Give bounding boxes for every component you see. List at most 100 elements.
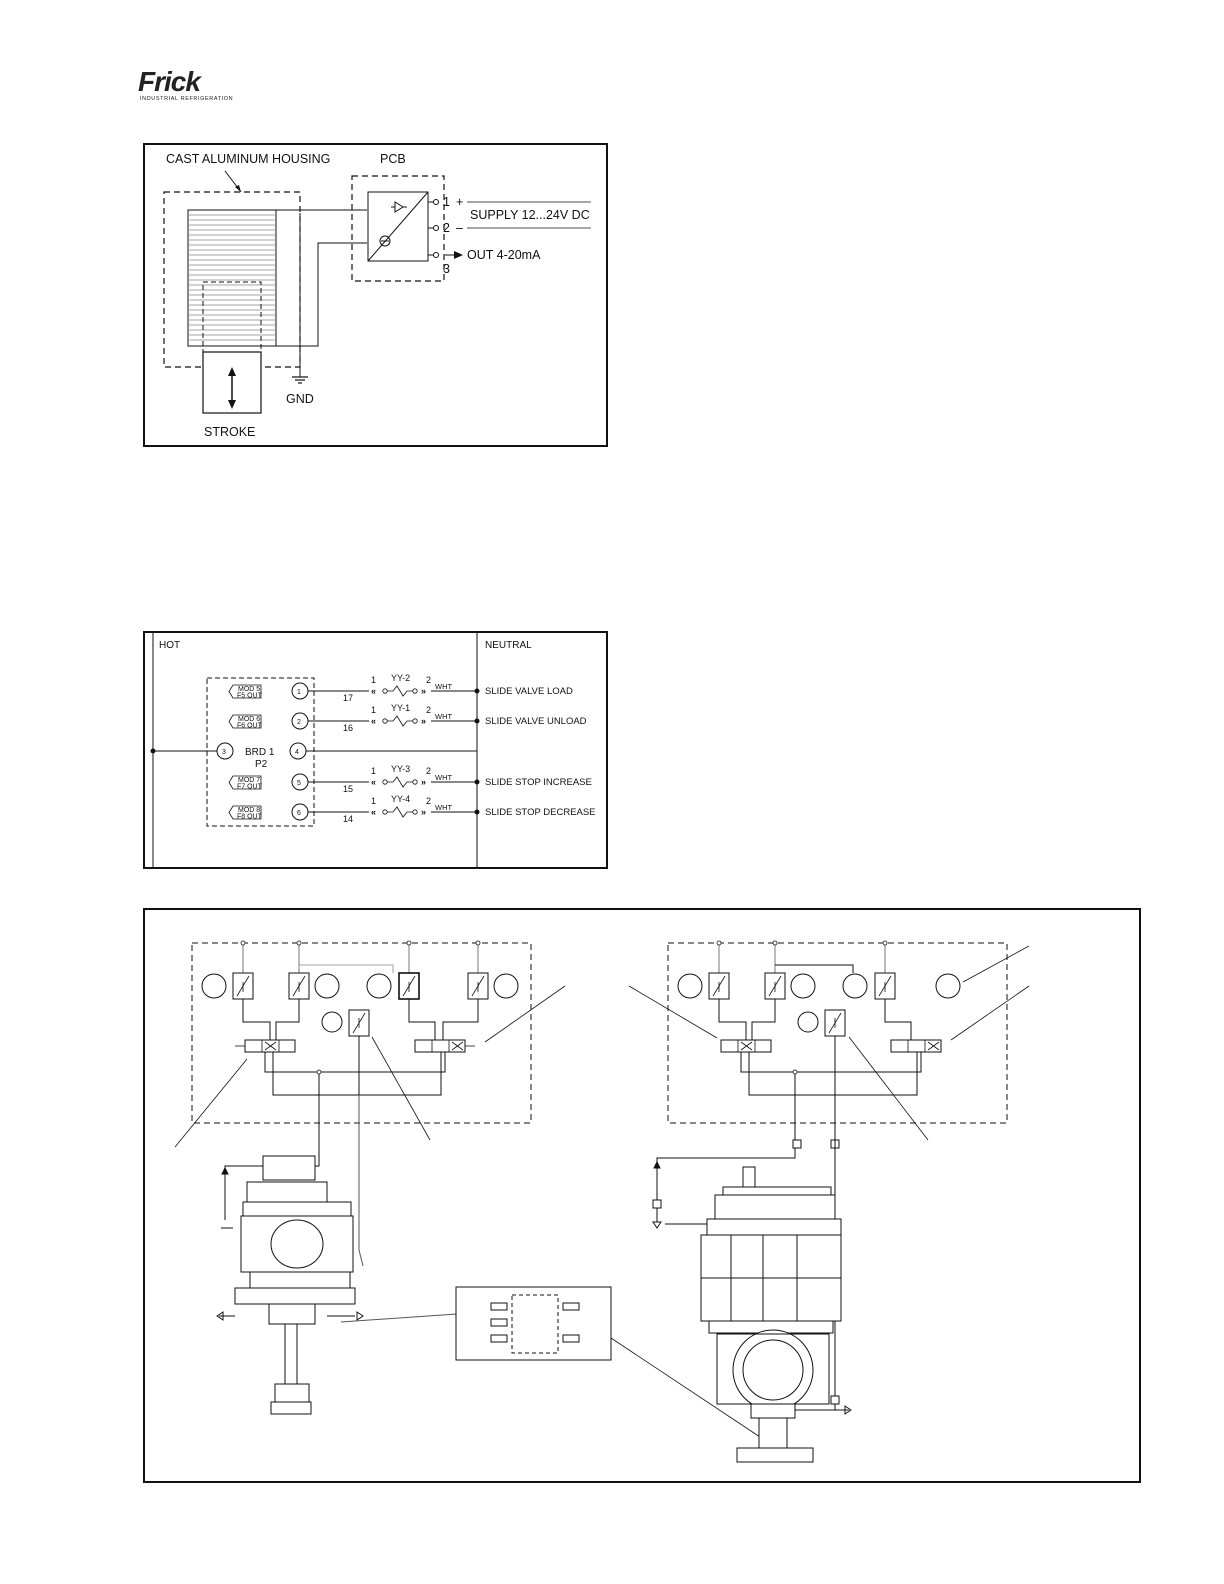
rung-4-color: WHT (435, 803, 452, 812)
left-compressor (216, 1095, 458, 1415)
rung-3-conn-left: « (371, 777, 376, 787)
rung-3-conn-right: » (421, 777, 426, 787)
rung-2-color: WHT (435, 712, 452, 721)
rung-4-neutral-dot (474, 809, 480, 815)
rung-4-module: MOD 8 (238, 807, 260, 814)
rung-1-conn-left: « (371, 686, 376, 696)
rung-3-output: F7 OUT (237, 784, 263, 791)
supply-label: SUPPLY 12...24V DC (470, 208, 590, 222)
rung-2-node-right (412, 718, 418, 724)
rung-3-coil: YY-3 (391, 764, 410, 774)
rung-1-wire-number: 17 (343, 693, 353, 703)
pin-4-label: 4 (295, 749, 299, 756)
board-outline (206, 677, 315, 827)
rung-1-node-left (382, 688, 388, 694)
rung-3-node-right (412, 779, 418, 785)
terminal-dot-1 (433, 199, 439, 205)
rung-2-conn-left: « (371, 716, 376, 726)
module-tag-1 (228, 684, 262, 699)
rung-2-coil-symbol (387, 715, 413, 727)
hot-label: HOT (159, 640, 180, 651)
stroke-arrow-down (228, 400, 236, 409)
hot-junction-dot (150, 748, 156, 754)
rung-3-module: MOD 7 (238, 777, 260, 784)
terminal-1-label: 1 (443, 195, 450, 209)
rung-3-node-left (382, 779, 388, 785)
rung-4-coil: YY-4 (391, 794, 410, 804)
module-tag-3 (228, 775, 262, 790)
wire-coil-to-pcb-bottom (276, 242, 367, 347)
rung-1-color: WHT (435, 682, 452, 691)
module-tag-4 (228, 805, 262, 820)
rung-3-color: WHT (435, 773, 452, 782)
rung-4-term-out: 2 (426, 796, 431, 806)
housing-label: CAST ALUMINUM HOUSING (166, 152, 330, 166)
terminal-dot-2 (433, 225, 439, 231)
left-leader-lines (174, 985, 566, 1148)
rung-4-term-in: 1 (371, 796, 376, 806)
left-valve-manifold (191, 940, 532, 1124)
hydraulic-schematic-panel (143, 908, 1141, 1483)
pcb-outline (351, 175, 445, 282)
pin-3-circle (216, 742, 234, 760)
rung-2-module: MOD 6 (238, 716, 260, 723)
sensor-coil (187, 209, 277, 347)
rung-1-node-right (412, 688, 418, 694)
rung-4-node-right (412, 809, 418, 815)
rung-2-neutral-dot (474, 718, 480, 724)
stroke-label: STROKE (204, 425, 255, 439)
right-leader-lines (628, 945, 1030, 1141)
hydraulic-schematic (174, 940, 1030, 1463)
pin-6-label: 6 (297, 810, 301, 817)
terminal-dot-3 (433, 252, 439, 258)
rung-2-term-in: 1 (371, 705, 376, 715)
rung-1-function: SLIDE VALVE LOAD (485, 686, 573, 697)
neutral-label: NEUTRAL (485, 640, 532, 651)
rung-2-wire-number: 16 (343, 723, 353, 733)
rung-3-term-in: 1 (371, 766, 376, 776)
rung-1-conn-right: » (421, 686, 426, 696)
rung-slide-stop-decrease: MOD 8 F8 OUT 6 14 1 « YY-4 » 2 WHT SLIDE… (228, 794, 596, 824)
rung-4-wire-number: 14 (343, 814, 353, 824)
right-valve-manifold (667, 940, 1008, 1124)
rung-4-conn-right: » (421, 807, 426, 817)
module-tag-2 (228, 714, 262, 729)
rung-2-coil: YY-1 (391, 703, 410, 713)
rung-1-coil: YY-2 (391, 673, 410, 683)
rung-1-output: F5 OUT (237, 693, 263, 700)
transmitter-diagram-panel: CAST ALUMINUM HOUSING PCB 1 + 2 – 3 SUPP… (143, 143, 608, 447)
rung-1-coil-symbol (387, 685, 413, 697)
terminal-3-label: 3 (443, 262, 450, 276)
board-label: BRD 1 (245, 747, 275, 758)
detail-view (455, 1286, 761, 1438)
logo-tagline: INDUSTRIAL REFRIGERATION (140, 96, 234, 102)
rung-slide-stop-increase: MOD 7 F7 OUT 5 15 1 « YY-3 » 2 WHT SLIDE… (228, 764, 592, 794)
stroke-arrow-up (228, 367, 236, 376)
rung-2-output: F6 OUT (237, 723, 263, 730)
terminal-1-sign: + (456, 195, 463, 209)
pin-5-label: 5 (297, 780, 301, 787)
right-compressor (652, 1123, 852, 1463)
rung-4-coil-symbol (387, 806, 413, 818)
transmitter-diagram: CAST ALUMINUM HOUSING PCB 1 + 2 – 3 SUPP… (163, 152, 591, 439)
rung-4-function: SLIDE STOP DECREASE (485, 807, 596, 818)
terminal-2-label: 2 (443, 221, 450, 235)
pin-2-label: 2 (297, 719, 301, 726)
rung-slide-valve-load: MOD 5 F5 OUT 1 17 1 « YY-2 » 2 WHT SLIDE… (228, 673, 573, 703)
housing-leader-arrow (235, 185, 241, 192)
rung-1-module: MOD 5 (238, 686, 260, 693)
rung-1-neutral-dot (474, 688, 480, 694)
logo-wordmark: Frick (138, 66, 201, 97)
pcb-module (367, 191, 429, 262)
pcb-label: PCB (380, 152, 406, 166)
rung-1-term-out: 2 (426, 675, 431, 685)
rung-3-neutral-dot (474, 779, 480, 785)
rung-3-function: SLIDE STOP INCREASE (485, 777, 592, 788)
rung-4-output: F8 OUT (237, 814, 263, 821)
out-arrow-head (454, 251, 463, 259)
ladder-diagram-panel: HOT NEUTRAL BRD 1 P2 3 4 MOD 5 F5 OUT 1 … (143, 631, 608, 869)
rung-4-conn-left: « (371, 807, 376, 817)
rung-3-coil-symbol (387, 776, 413, 788)
rung-3-term-out: 2 (426, 766, 431, 776)
gnd-label: GND (286, 392, 314, 406)
